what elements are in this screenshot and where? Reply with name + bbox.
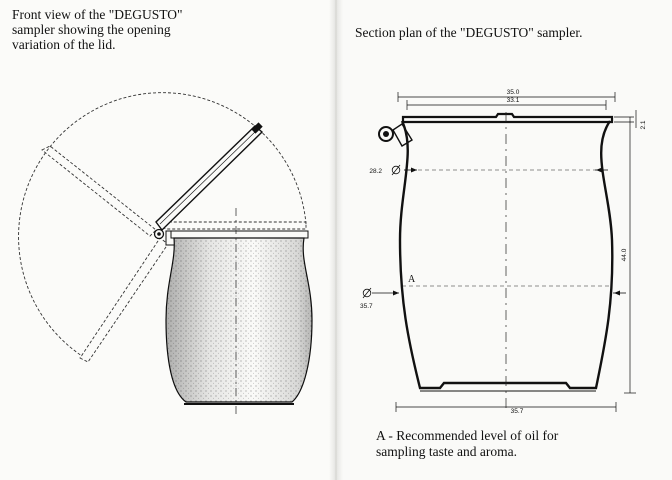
front-view-drawing [18,92,313,418]
dim-top-inner: 33.1 [507,97,520,104]
dim-total-height: 44.0 [621,248,628,261]
oil-level-note: A - Recommended level of oil for samplin… [376,428,559,459]
level-marker-a: A [408,274,416,285]
diameter-symbol-icon [362,288,372,298]
dim-base-width: 35.7 [511,408,524,415]
lid-swing-arc [18,92,307,357]
section-plan-caption: Section plan of the "DEGUSTO" sampler. [355,25,583,40]
front-view-caption: Front view of the "DEGUSTO" sampler show… [12,7,183,52]
open-lid [155,125,264,232]
jar-rim [170,230,309,239]
section-body [398,120,614,390]
section-lid [401,112,614,124]
dim-rim-height: 2.1 [640,120,647,129]
diameter-symbol-icon [391,165,401,175]
dim-belly-diameter: 35.7 [360,303,373,310]
book-gutter [329,0,343,480]
dim-neck-diameter: 28.2 [369,168,382,175]
section-plan-drawing: 35.0 33.1 28.2 A 35.7 [360,89,647,415]
dim-top-outer: 35.0 [507,89,520,96]
right-page [338,0,672,480]
